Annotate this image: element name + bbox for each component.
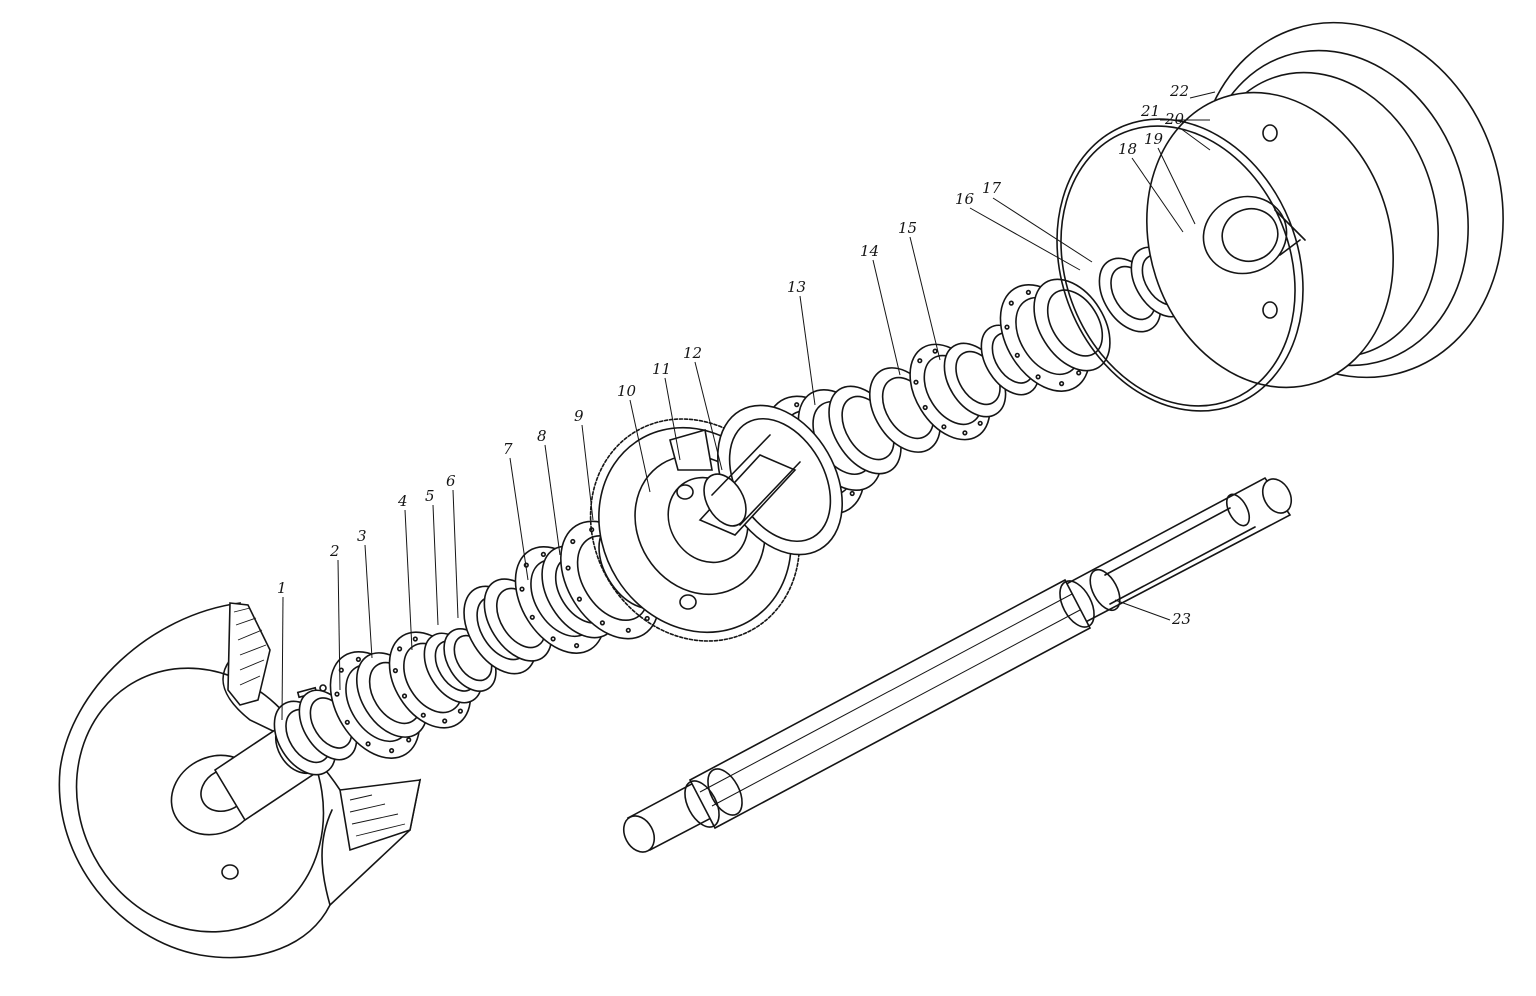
bolt-hole [1004, 324, 1010, 330]
bolt-hole [550, 636, 556, 642]
callout-8: 8 [537, 427, 547, 445]
bolt-hole [962, 430, 968, 436]
bolt-hole [1008, 300, 1014, 306]
callout-17: 17 [982, 179, 1002, 197]
callout-6: 6 [446, 472, 456, 490]
callout-3: 3 [357, 527, 367, 545]
bolt-hole [565, 565, 571, 571]
bolt-hole [355, 656, 362, 663]
callout-11: 11 [652, 360, 671, 378]
bolt-hole [540, 551, 547, 558]
bolt-hole [392, 667, 399, 674]
bolt-hole [334, 691, 340, 697]
callout-12: 12 [683, 344, 702, 362]
bolt-hole [570, 538, 576, 545]
rim-ring [1056, 118, 1304, 412]
bolt-hole [913, 379, 919, 385]
callout-14: 14 [860, 242, 879, 260]
axle-shaft [622, 476, 1293, 853]
bolt-hole [401, 693, 408, 699]
bolt-hole [977, 420, 983, 426]
callout-19: 19 [1144, 130, 1164, 148]
callouts: 1 2 3 4 5 6 7 8 9 10 11 12 13 14 15 16 1… [277, 82, 1191, 628]
bolt-hole [442, 718, 448, 724]
bolt-hole [420, 712, 426, 718]
callout-7: 7 [503, 440, 513, 458]
bolt-hole [1014, 352, 1020, 358]
bolt-hole [519, 586, 525, 592]
bolt-hole [406, 737, 412, 743]
callout-10: 10 [617, 382, 637, 400]
bolt-hole [412, 636, 418, 642]
bolt-hole [365, 741, 371, 747]
bolt-hole [529, 614, 535, 620]
bolt-hole [1076, 370, 1082, 376]
callout-4: 4 [397, 492, 408, 510]
hub-flange [698, 404, 843, 556]
callout-16: 16 [955, 190, 975, 208]
callout-1: 1 [277, 579, 287, 597]
callout-5: 5 [425, 487, 435, 505]
callout-22: 22 [1169, 82, 1189, 100]
bolt-hole [849, 490, 855, 497]
callout-18: 18 [1118, 140, 1137, 158]
callout-21: 21 [1140, 102, 1160, 120]
callout-20: 20 [1164, 110, 1185, 128]
bolt-hole [922, 404, 928, 411]
bolt-hole [1035, 374, 1041, 380]
bolt-hole [573, 642, 580, 649]
bolt-hole [1058, 381, 1065, 387]
right-wheel [1146, 21, 1504, 389]
bolt-hole [1025, 289, 1031, 296]
bolt-hole [599, 620, 606, 626]
bolt-hole [644, 615, 650, 622]
bolt-hole [389, 747, 395, 754]
callout-23: 23 [1171, 610, 1191, 628]
bolt-hole [917, 358, 923, 364]
bolt-hole [344, 719, 350, 725]
bolt-hole [794, 402, 800, 408]
bolt-hole [457, 708, 464, 714]
callout-13: 13 [787, 278, 806, 296]
callout-2: 2 [329, 542, 340, 560]
bolt-hole [576, 596, 583, 602]
bolt-hole [932, 348, 938, 354]
callout-15: 15 [898, 219, 917, 237]
callout-9: 9 [574, 407, 584, 425]
bolt-hole [941, 424, 947, 430]
leader-lines [281, 91, 1216, 721]
bolt-hole [625, 627, 631, 633]
bolt-hole [397, 646, 403, 652]
